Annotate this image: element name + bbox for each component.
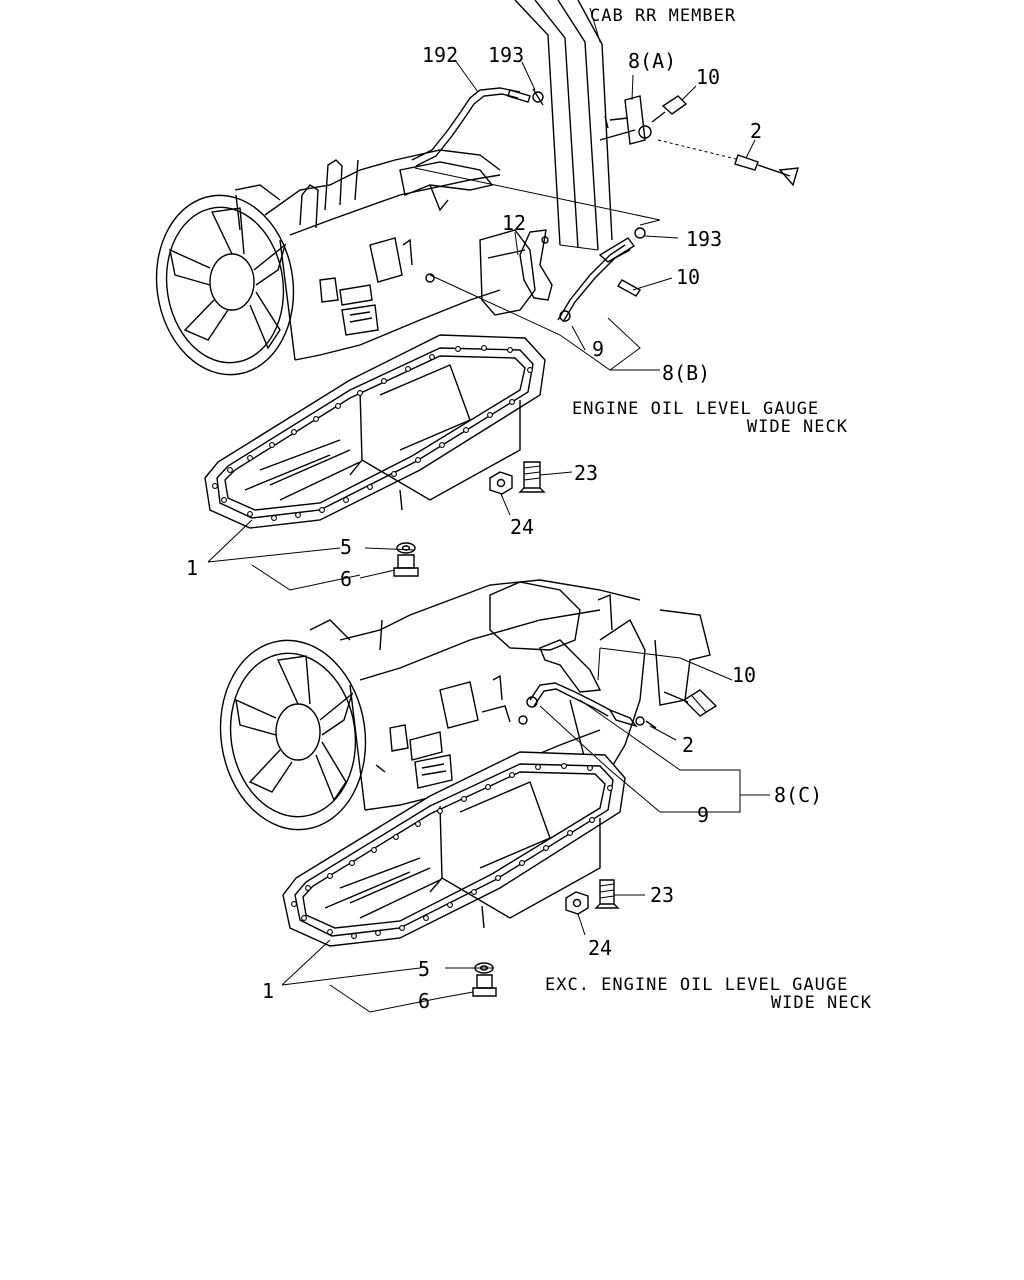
callout-2-upper: 2 [750,119,762,143]
top-bracket-8a [599,95,652,145]
top-drain-plug-6 [393,554,419,577]
cab-rear-member [514,0,613,251]
top-bolt-10a [651,95,688,123]
callout-1-bottom: 1 [262,979,274,1003]
bottom-drain-plug-6 [472,974,497,997]
top-variant-note-line2: WIDE NECK [747,417,848,437]
callout-193-upper: 193 [488,43,524,67]
callout-8a: 8(A) [628,49,676,73]
callout-10-upper: 10 [696,65,720,89]
callout-23-bottom: 23 [650,883,674,907]
top-leader-lines [207,59,756,591]
top-gauge-tube-192 [411,87,544,167]
bottom-variant-note-line1: EXC. ENGINE OIL LEVEL GAUGE [545,975,848,995]
callout-8b: 8(B) [662,361,710,385]
callout-24-upper: 24 [510,515,534,539]
callout-12: 12 [502,211,526,235]
callout-5-bottom: 5 [418,957,430,981]
top-gauge-8b [557,227,646,323]
bottom-pan-rivets [291,763,613,939]
callout-6-bottom: 6 [418,989,430,1013]
top-bolt-23 [518,461,546,493]
top-pan-rivets [212,345,533,521]
top-fan [155,194,295,376]
callout-10-lower: 10 [676,265,700,289]
top-engine-assembly [155,149,536,376]
top-level-gauge-2 [657,139,799,187]
callout-10-bottom: 10 [732,663,756,687]
cab-rr-member-label: CAB RR MEMBER [590,6,736,26]
callout-9-upper: 9 [592,337,604,361]
bottom-oil-pan [282,751,626,947]
callout-24-bottom: 24 [588,936,612,960]
top-oil-pan [204,334,546,529]
callout-2-bottom: 2 [682,733,694,757]
top-variant-note-line1: ENGINE OIL LEVEL GAUGE [572,399,819,419]
callout-5-upper: 5 [340,535,352,559]
top-nut-24 [489,471,513,495]
callout-9-bottom: 9 [697,803,709,827]
callout-1-upper: 1 [186,556,198,580]
bottom-leader-lines [281,647,770,1013]
top-bracket-12 [519,229,553,301]
bottom-engine-assembly [219,579,711,831]
bottom-gauge-8c [526,639,657,729]
bottom-fan [219,639,367,831]
callout-8c: 8(C) [774,783,822,807]
bottom-variant-note-line2: WIDE NECK [771,993,872,1013]
callout-193-lower: 193 [686,227,722,251]
top-washer-5 [396,542,416,554]
bottom-bolt-23 [594,879,620,909]
callout-192: 192 [422,43,458,67]
callout-6-upper: 6 [340,567,352,591]
callout-23-upper: 23 [574,461,598,485]
bottom-nut-24 [565,891,589,915]
bottom-bolt-10 [663,689,718,717]
